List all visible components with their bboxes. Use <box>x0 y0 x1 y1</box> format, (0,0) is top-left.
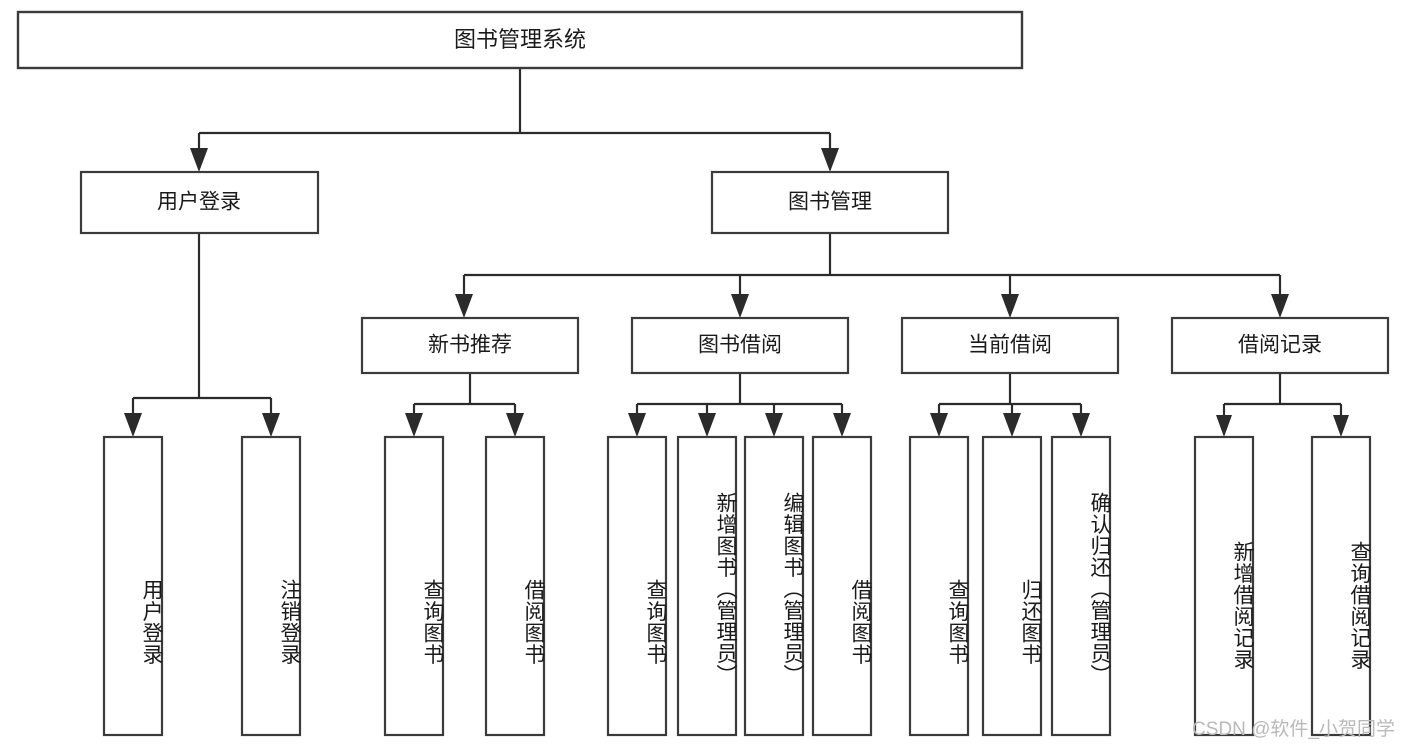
arrow-leaf-add-book-admin <box>698 413 716 437</box>
node-user-login[interactable]: 用户登录 <box>79 170 320 235</box>
arrow-leaf-user-login <box>124 413 142 437</box>
node-new-book-recommend-box[interactable] <box>360 316 580 375</box>
arrow-leaf-query-book-3 <box>930 413 948 437</box>
node-leaf-query-book-2-box[interactable] <box>606 435 668 737</box>
arrow-leaf-edit-book-admin <box>765 413 783 437</box>
node-leaf-add-borrow-record-box[interactable] <box>1193 435 1255 737</box>
node-leaf-edit-book-admin-box[interactable] <box>743 435 805 737</box>
node-leaf-borrow-book-2-box[interactable] <box>811 435 873 737</box>
arrow-to-current-borrow <box>1001 294 1019 318</box>
arrow-to-borrow-record <box>1271 294 1289 318</box>
node-user-login-box[interactable] <box>79 170 320 235</box>
arrow-leaf-add-borrow-record <box>1216 415 1232 437</box>
node-current-borrow-label: 当前借阅 <box>968 334 1052 357</box>
node-current-borrow-box[interactable] <box>900 316 1120 375</box>
arrow-leaf-query-borrow-record <box>1333 415 1349 437</box>
node-leaf-user-logout-box[interactable] <box>240 435 302 737</box>
node-leaf-return-book-box[interactable] <box>981 435 1043 737</box>
watermark-text: CSDN @软件_小贺同学 <box>1192 719 1395 740</box>
arrow-leaf-return-book <box>1003 413 1021 437</box>
arrow-to-book-manage <box>821 148 839 172</box>
node-borrow-record-label: 借阅记录 <box>1238 334 1322 357</box>
node-book-borrow-box[interactable] <box>630 316 850 375</box>
node-borrow-record-box[interactable] <box>1170 316 1390 375</box>
node-root[interactable]: 图书管理系统 <box>16 10 1024 70</box>
node-book-manage[interactable]: 图书管理 <box>710 170 950 235</box>
node-borrow-record[interactable]: 借阅记录 <box>1170 316 1390 375</box>
node-root-label: 图书管理系统 <box>454 27 586 52</box>
node-current-borrow[interactable]: 当前借阅 <box>900 316 1120 375</box>
node-user-login-label: 用户登录 <box>157 191 241 214</box>
node-leaf-query-borrow-record-box[interactable] <box>1310 435 1372 737</box>
node-book-borrow[interactable]: 图书借阅 <box>630 316 850 375</box>
arrow-leaf-query-book-2 <box>628 413 646 437</box>
arrow-leaf-user-logout <box>262 413 280 437</box>
node-book-borrow-label: 图书借阅 <box>698 334 782 357</box>
arrow-to-user-login <box>190 148 208 172</box>
node-book-manage-box[interactable] <box>710 170 950 235</box>
node-book-manage-label: 图书管理 <box>788 191 872 214</box>
node-root-box[interactable] <box>16 10 1024 70</box>
arrow-to-book-borrow <box>731 294 749 318</box>
arrow-to-new-book-recommend <box>455 294 473 318</box>
node-leaf-query-book-1-box[interactable] <box>383 435 445 737</box>
node-leaf-query-book-3-box[interactable] <box>908 435 970 737</box>
node-leaf-add-book-admin-box[interactable] <box>676 435 738 737</box>
arrow-leaf-borrow-book-1 <box>506 413 524 437</box>
node-new-book-recommend[interactable]: 新书推荐 <box>360 316 580 375</box>
node-leaf-borrow-book-1-box[interactable] <box>484 435 546 737</box>
arrow-leaf-borrow-book-2 <box>833 413 851 437</box>
node-new-book-recommend-label: 新书推荐 <box>428 334 512 357</box>
arrow-leaf-confirm-return-admin <box>1072 413 1090 437</box>
node-leaf-confirm-return-admin-box[interactable] <box>1050 435 1112 737</box>
connectors-layer <box>124 68 1349 437</box>
nodes-layer: 图书管理系统 用户登录 图书管理 新书推荐 图书借阅 当前 <box>16 10 1390 737</box>
arrow-leaf-query-book-1 <box>405 413 423 437</box>
node-leaf-user-login-box[interactable] <box>102 435 164 737</box>
